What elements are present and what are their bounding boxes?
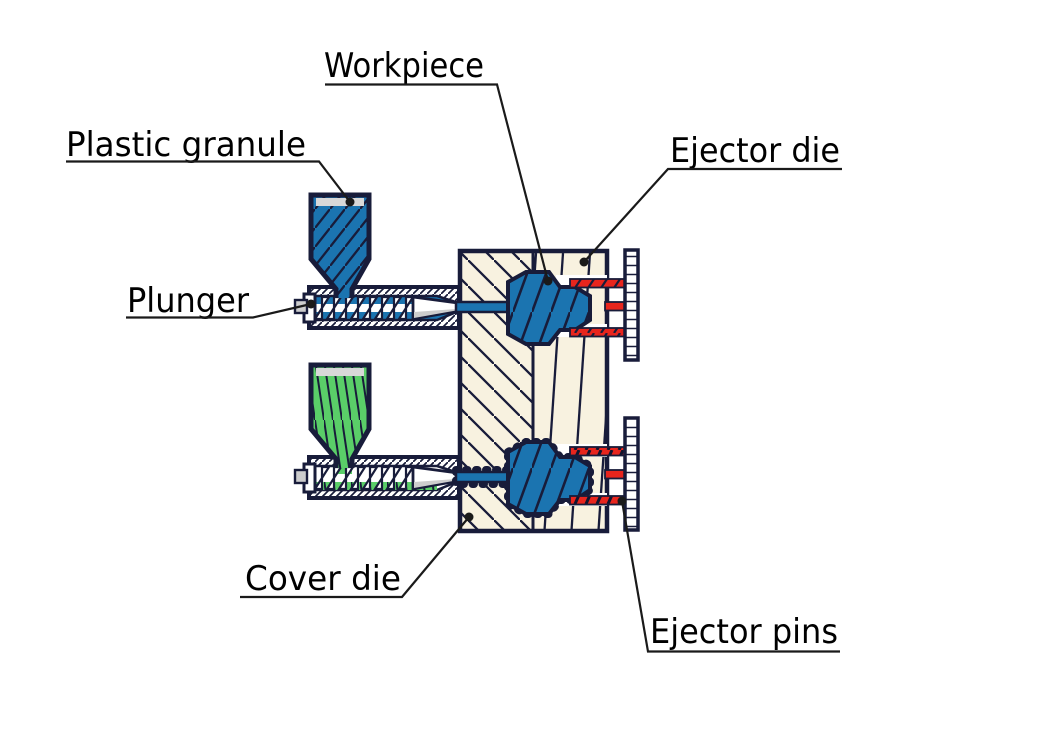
- leader-ejector-pins: [620, 500, 840, 653]
- injection-unit-bottom: [293, 362, 461, 500]
- leader-dot-plastic-granule: [345, 197, 355, 207]
- ejector-pin-top-3: [569, 327, 628, 338]
- hopper-bottom-fill: [311, 365, 369, 468]
- workpiece-top-body: [506, 270, 592, 346]
- leader-dot-workpiece: [543, 276, 553, 286]
- ejector-pin-bottom-1: [569, 446, 628, 457]
- label-cover-die: Cover die: [245, 559, 401, 599]
- injection-unit-top: [293, 192, 461, 330]
- leader-dot-cover-die: [464, 512, 474, 522]
- hopper-top-wall: [308, 192, 372, 298]
- label-ejector-pins: Ejector pins: [650, 612, 838, 652]
- leader-ejector-die: [583, 167, 842, 263]
- leader-plastic-granule: [66, 160, 351, 203]
- nozzle-shade-bottom: [414, 479, 456, 488]
- label-workpiece: Workpiece: [324, 46, 484, 86]
- leader-dot-plunger: [306, 299, 316, 309]
- screw-shaft-top: [314, 304, 414, 312]
- label-plunger: Plunger: [127, 281, 249, 321]
- nozzle-shade-top: [414, 309, 456, 318]
- ejector-pin-top-1: [569, 278, 628, 289]
- hopper-top-fill: [311, 195, 369, 298]
- granule-strip-bottom: [314, 482, 437, 490]
- label-ejector-die: Ejector die: [670, 131, 840, 171]
- leader-dot-ejector-die: [579, 257, 589, 267]
- leader-cover-die: [240, 516, 470, 599]
- hopper-bottom-wall: [308, 362, 372, 468]
- ejector-plate-bottom: [623, 416, 640, 532]
- die-border: [457, 248, 610, 534]
- sprue-bottom: [454, 470, 510, 484]
- leader-dot-ejector-pins: [617, 496, 627, 506]
- ejector-assembly-top: [569, 248, 640, 362]
- label-plastic-granule: Plastic granule: [66, 125, 306, 165]
- ejector-assembly-bottom: [569, 416, 640, 532]
- hopper-top-rim: [316, 198, 364, 206]
- screw-shaft-bottom: [314, 474, 414, 482]
- plunger-tab-bottom: [293, 468, 309, 485]
- hopper-bottom-rim: [316, 368, 364, 376]
- ejector-plate-top: [623, 248, 640, 362]
- sprue-top: [454, 300, 510, 314]
- workpiece-top: [454, 270, 592, 346]
- callouts: Workpiece Plastic granule Plunger Ejecto…: [66, 46, 842, 653]
- leader-workpiece: [325, 83, 550, 282]
- leader-plunger: [126, 302, 312, 319]
